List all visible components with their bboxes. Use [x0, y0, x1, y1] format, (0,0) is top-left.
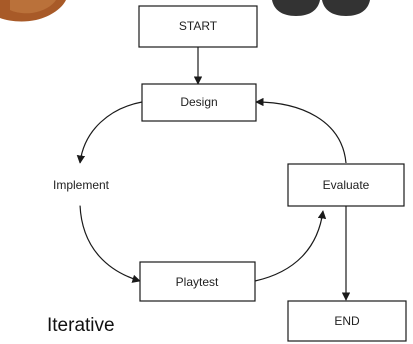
node-design: Design: [141, 83, 257, 122]
edge-playtest-to-evaluate: [254, 210, 327, 282]
cropped-shapes-decoration: [272, 0, 370, 16]
node-playtest: Playtest: [139, 261, 256, 302]
edge-design-to-implement: [76, 101, 143, 164]
node-evaluate-label: Evaluate: [323, 178, 370, 192]
node-implement: Implement: [25, 163, 138, 206]
node-implement-label: Implement: [53, 178, 110, 192]
node-playtest-label: Playtest: [176, 275, 219, 289]
edge-implement-to-playtest: [79, 204, 141, 283]
node-end-label: END: [334, 314, 360, 328]
cropped-photo-decoration: [0, 0, 66, 22]
edge-evaluate-to-design: [255, 97, 347, 164]
node-start: START: [138, 5, 258, 48]
node-design-label: Design: [180, 95, 217, 109]
node-start-label: START: [179, 19, 218, 33]
node-end: END: [287, 300, 407, 342]
edges: [76, 47, 351, 301]
diagram-caption: Iterative: [47, 315, 115, 336]
node-evaluate: Evaluate: [287, 163, 405, 207]
